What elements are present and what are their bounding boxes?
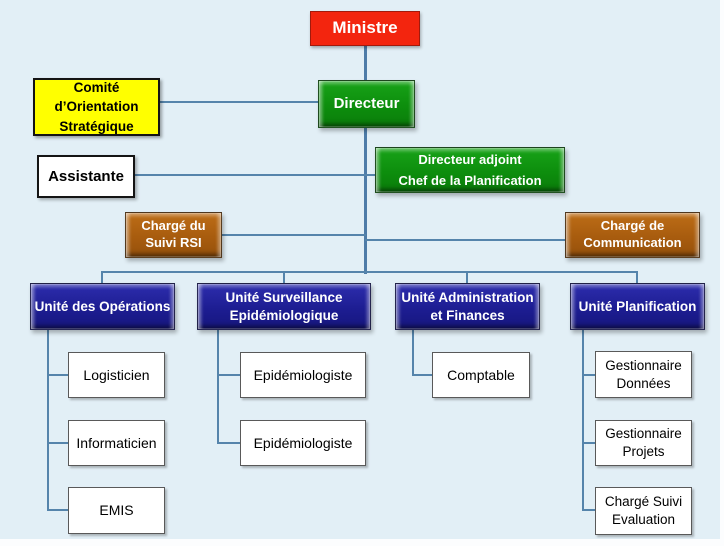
connector-drop-unite-3 xyxy=(466,272,468,283)
node-gestionnaire-donnees: Gestionnaire Données xyxy=(595,351,692,398)
node-unite-administration: Unité Administration et Finances xyxy=(395,283,540,330)
connector-distribution-horizontal xyxy=(101,271,638,273)
connector-col4-stub-3 xyxy=(582,509,595,511)
connector-charge-rsi xyxy=(222,234,366,236)
node-unite-planification: Unité Planification xyxy=(570,283,705,330)
connector-drop-unite-1 xyxy=(101,272,103,283)
connector-charge-communication xyxy=(365,239,565,241)
connector-assistante xyxy=(135,174,375,176)
connector-central-vertical xyxy=(364,128,367,274)
node-epidemiologiste-2: Epidémiologiste xyxy=(240,420,366,466)
node-directeur-adjoint: Directeur adjoint Chef de la Planificati… xyxy=(375,147,565,193)
connector-ministre-directeur xyxy=(364,46,367,80)
node-charge-communication: Chargé de Communication xyxy=(565,212,700,258)
connector-col4-vertical xyxy=(582,330,584,510)
connector-col1-stub-1 xyxy=(47,374,68,376)
connector-col2-vertical xyxy=(217,330,219,443)
node-charge-suivi-evaluation: Chargé Suivi Evaluation xyxy=(595,487,692,535)
node-informaticien: Informaticien xyxy=(68,420,165,466)
connector-col4-stub-1 xyxy=(582,374,595,376)
connector-col4-stub-2 xyxy=(582,442,595,444)
connector-col3-vertical xyxy=(412,330,414,375)
node-directeur: Directeur xyxy=(318,80,415,128)
connector-col3-stub-1 xyxy=(412,374,432,376)
node-comite-orientation-strategique: Comité d’Orientation Stratégique xyxy=(33,78,160,136)
connector-col2-stub-1 xyxy=(217,374,240,376)
connector-drop-unite-2 xyxy=(283,272,285,283)
connector-col2-stub-2 xyxy=(217,442,240,444)
node-unite-operations: Unité des Opérations xyxy=(30,283,175,330)
node-charge-suivi-rsi: Chargé du Suivi RSI xyxy=(125,212,222,258)
connector-col1-stub-2 xyxy=(47,442,68,444)
node-unite-surveillance: Unité Surveillance Epidémiologique xyxy=(197,283,371,330)
node-logisticien: Logisticien xyxy=(68,352,165,398)
node-comptable: Comptable xyxy=(432,352,530,398)
node-assistante: Assistante xyxy=(37,155,135,198)
connector-drop-unite-4 xyxy=(636,272,638,283)
connector-col1-vertical xyxy=(47,330,49,511)
connector-col1-stub-3 xyxy=(47,509,68,511)
node-epidemiologiste-1: Epidémiologiste xyxy=(240,352,366,398)
node-emis: EMIS xyxy=(68,487,165,534)
connector-comite-directeur xyxy=(160,101,318,103)
node-gestionnaire-projets: Gestionnaire Projets xyxy=(595,420,692,466)
node-ministre: Ministre xyxy=(310,11,420,46)
